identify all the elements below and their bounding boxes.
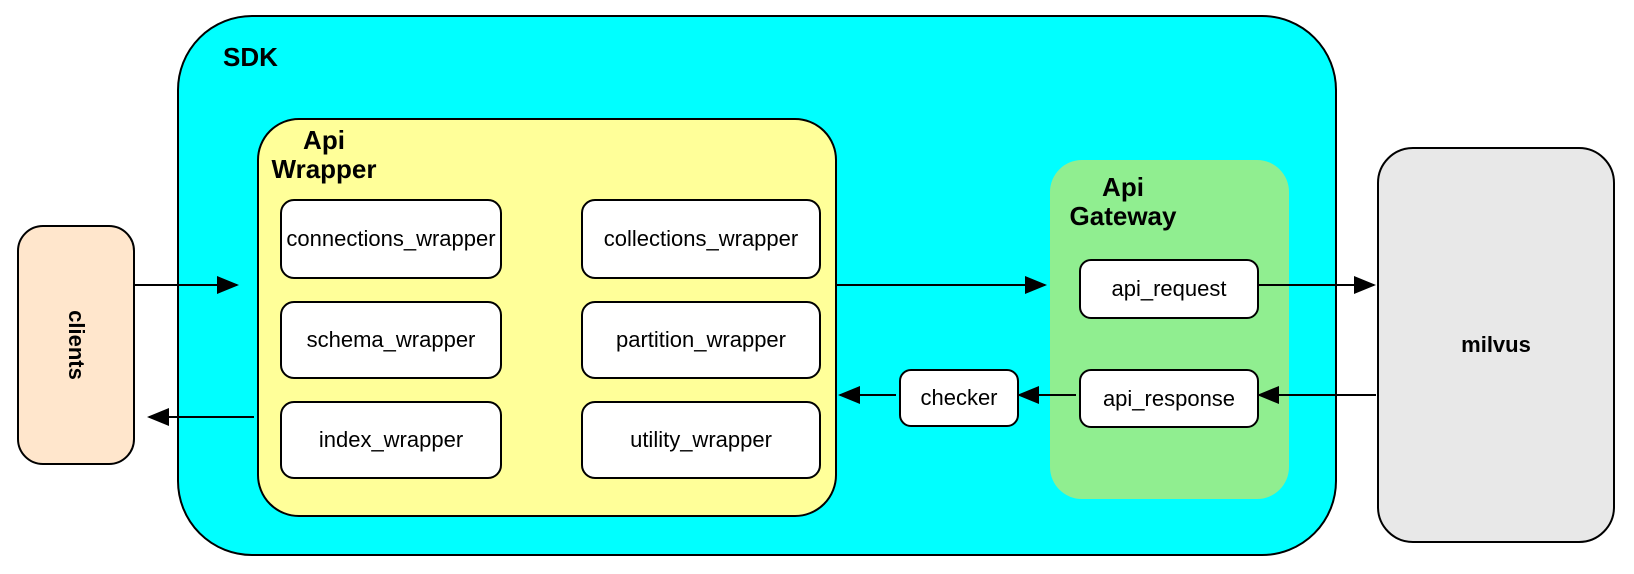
sdk-label: SDK bbox=[223, 42, 278, 72]
connections-wrapper-node: connections_wrapper bbox=[280, 199, 502, 279]
index-wrapper-label: index_wrapper bbox=[318, 427, 464, 452]
clients-node: clients bbox=[17, 225, 135, 465]
partition-wrapper-node: partition_wrapper bbox=[581, 301, 821, 379]
api-gateway-label: Api Gateway bbox=[1069, 172, 1177, 232]
api-wrapper-label: Api Wrapper bbox=[271, 125, 377, 185]
utility-wrapper-label: utility_wrapper bbox=[630, 427, 772, 452]
api-request-node: api_request bbox=[1079, 259, 1259, 319]
schema-wrapper-node: schema_wrapper bbox=[280, 301, 502, 379]
api-response-node: api_response bbox=[1079, 369, 1259, 428]
api-response-label: api_response bbox=[1102, 385, 1236, 411]
schema-wrapper-label: schema_wrapper bbox=[306, 327, 476, 352]
api-wrapper-container: Api Wrapper connections_wrapper collecti… bbox=[257, 118, 837, 517]
utility-wrapper-node: utility_wrapper bbox=[581, 401, 821, 479]
milvus-node: milvus bbox=[1377, 147, 1615, 543]
index-wrapper-node: index_wrapper bbox=[280, 401, 502, 479]
milvus-label: milvus bbox=[1461, 332, 1531, 357]
connections-wrapper-label: connections_wrapper bbox=[286, 226, 496, 251]
checker-node: checker bbox=[899, 369, 1019, 427]
api-request-label: api_request bbox=[1111, 276, 1227, 301]
clients-label: clients bbox=[63, 310, 89, 380]
collections-wrapper-node: collections_wrapper bbox=[581, 199, 821, 279]
partition-wrapper-label: partition_wrapper bbox=[616, 327, 786, 352]
sdk-container: SDK Api Wrapper connections_wrapper coll… bbox=[177, 15, 1337, 556]
collections-wrapper-label: collections_wrapper bbox=[603, 226, 799, 251]
api-gateway-container: Api Gateway api_request api_response bbox=[1050, 160, 1289, 499]
checker-label: checker bbox=[920, 385, 998, 410]
